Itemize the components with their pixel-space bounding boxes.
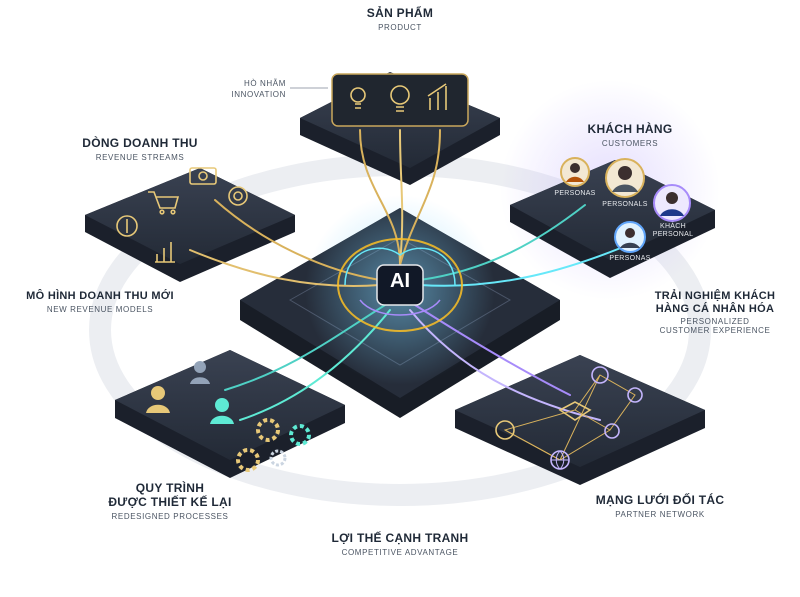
processes-tile (115, 350, 345, 478)
dollar-bill-icon (189, 167, 217, 185)
avatar-icon (605, 158, 645, 198)
label-experience: TRẢI NGHIỆM KHÁCH HÀNG CÁ NHÂN HÓA PERSO… (640, 290, 790, 336)
customers-en: CUSTOMERS (601, 138, 659, 148)
label-advantage: LỢI THẾ CẠNH TRANH COMPETITIVE ADVANTAGE (300, 531, 500, 557)
label-revenue-streams: DÒNG DOANH THU REVENUE STREAMS (60, 136, 220, 162)
label-innovation: HÒ NHẪM INNOVATION (200, 79, 286, 99)
avatar-icon (560, 157, 590, 187)
network-node-icon (495, 420, 515, 440)
network-node-icon (604, 423, 620, 439)
advantage-en: COMPETITIVE ADVANTAGE (341, 547, 459, 557)
gear-icon (289, 424, 311, 446)
persona-tag-1: PERSONAS (554, 190, 596, 197)
partners-vi: MẠNG LƯỚI ĐỐI TÁC (595, 493, 725, 507)
gear-icon (236, 448, 260, 472)
innovation-en: INNOVATION (231, 90, 286, 100)
target-icon (228, 186, 248, 206)
new-models-en: NEW REVENUE MODELS (46, 304, 154, 314)
network-node-icon (591, 366, 609, 384)
ai-chip-icon (376, 264, 424, 306)
brain-icon (337, 238, 463, 332)
lightbulb-icon (350, 87, 366, 109)
persona-tag-4: PERSONAS (609, 255, 651, 262)
persona-tag-3a: KHÁCH (659, 223, 686, 230)
process-icons (146, 361, 311, 472)
label-processes: QUY TRÌNH ĐƯỢC THIẾT KẾ LẠI REDESIGNED P… (80, 481, 260, 521)
avatar-icon (614, 221, 646, 253)
experience-en2: CUSTOMER EXPERIENCE (659, 326, 771, 336)
experience-vi2: HÀNG CÁ NHÂN HÓA (655, 302, 775, 315)
product-icons (350, 83, 447, 112)
dollar-cycle-icon (116, 215, 138, 237)
label-partners: MẠNG LƯỚI ĐỐI TÁC PARTNER NETWORK (570, 493, 750, 519)
gear-icon (256, 418, 280, 442)
avatar-icon (190, 361, 210, 384)
advantage-vi: LỢI THẾ CẠNH TRANH (331, 531, 469, 545)
network-node-icon (627, 387, 643, 403)
avatar-icon (653, 184, 691, 222)
gear-icon (269, 449, 287, 467)
label-product: SẢN PHẨM PRODUCT (330, 6, 470, 32)
persona-tag-3b: PERSONAL (652, 231, 694, 238)
experience-en1: PERSONALIZED (680, 317, 750, 327)
experience-vi1: TRẢI NGHIỆM KHÁCH (654, 290, 776, 302)
partners-tile (455, 355, 705, 485)
label-customers: KHÁCH HÀNG CUSTOMERS (555, 122, 705, 148)
customers-vi: KHÁCH HÀNG (587, 122, 673, 136)
innovation-vi: HÒ NHẪM (244, 79, 286, 88)
processes-vi1: QUY TRÌNH (135, 481, 205, 495)
persona-tag-2: PERSONALS (602, 201, 648, 208)
label-new-models: MÔ HÌNH DOANH THU MỚI NEW REVENUE MODELS (10, 290, 190, 314)
product-tile (300, 72, 500, 185)
processes-en: REDESIGNED PROCESSES (111, 511, 229, 521)
partner-icons (495, 366, 643, 470)
new-models-vi: MÔ HÌNH DOANH THU MỚI (26, 290, 174, 302)
product-vi: SẢN PHẨM (366, 6, 434, 20)
lightbulb-large-icon (390, 85, 410, 112)
handshake-icon (558, 401, 592, 421)
ai-label: AI (390, 270, 410, 292)
bar-chart-icon (155, 242, 175, 263)
avatar-icon (210, 398, 234, 424)
globe-icon (550, 450, 570, 470)
product-en: PRODUCT (378, 22, 422, 32)
growth-chart-icon (427, 83, 447, 110)
customer-avatars (560, 157, 691, 253)
flow-lines (189, 129, 641, 421)
revenue-streams-en: REVENUE STREAMS (95, 152, 185, 162)
shopping-cart-icon (148, 191, 180, 215)
avatar-icon (146, 386, 170, 413)
partners-en: PARTNER NETWORK (615, 509, 705, 519)
processes-vi2: ĐƯỢC THIẾT KẾ LẠI (108, 494, 232, 509)
revenue-icons (116, 167, 248, 263)
revenue-streams-vi: DÒNG DOANH THU (82, 136, 198, 150)
